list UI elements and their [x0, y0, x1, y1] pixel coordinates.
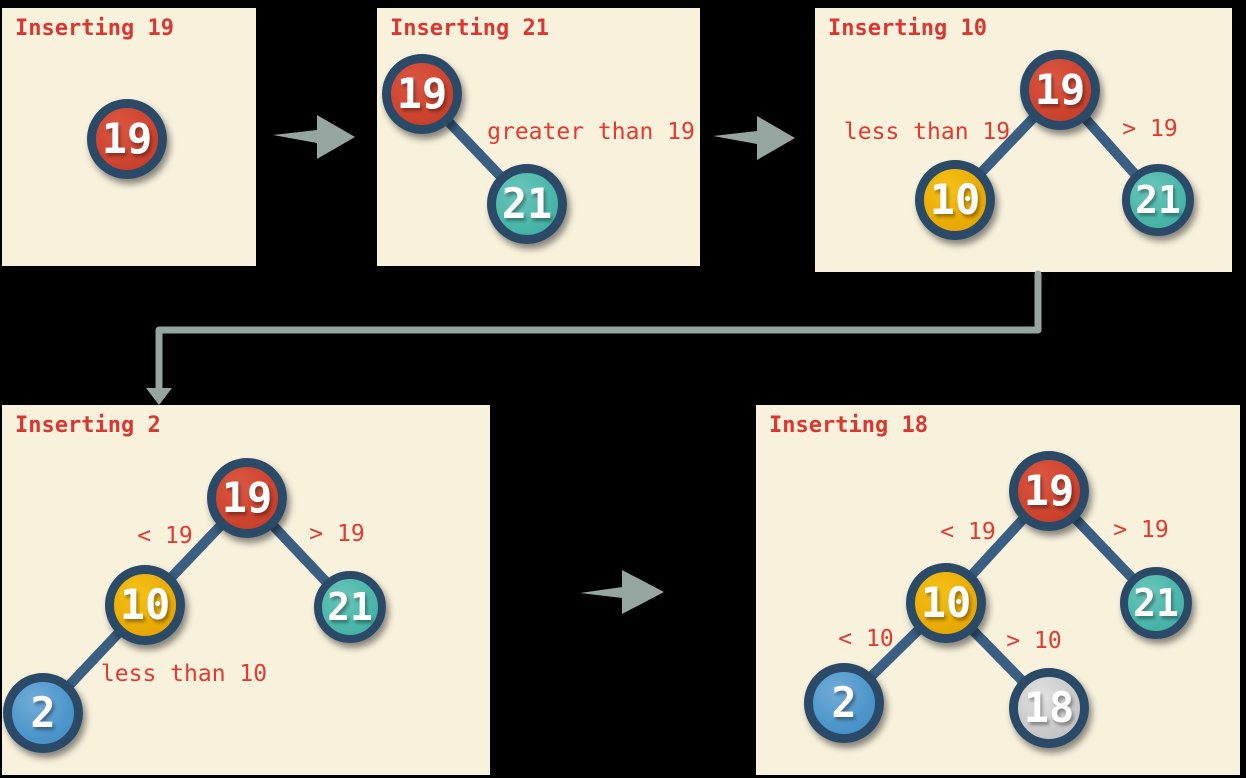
panel-inserting-10: Inserting 10 19 10 21 less than 19 > 19	[815, 8, 1232, 272]
panel-title: Inserting 10	[828, 16, 987, 41]
tree-node-value: 21	[1135, 178, 1181, 222]
tree-node-value: 19	[396, 69, 448, 118]
branch-label-greater-10: > 10	[1006, 628, 1062, 654]
arrow-right-icon	[273, 115, 355, 159]
branch-label-less-than-19: less than 19	[843, 119, 1011, 145]
panel-title: Inserting 19	[15, 16, 174, 41]
branch-label-greater-19: > 19	[1113, 517, 1169, 543]
tree-node-19: 19	[87, 99, 167, 179]
branch-label-less-than-10: less than 10	[100, 661, 268, 687]
tree-node-19: 19	[207, 458, 287, 538]
tree-node-value: 19	[1034, 65, 1086, 114]
arrow-down-icon	[146, 388, 172, 405]
tree-node-value: 10	[920, 578, 972, 627]
tree-node-value: 21	[327, 585, 373, 629]
tree-node-19: 19	[382, 54, 462, 134]
panel-title: Inserting 18	[769, 413, 928, 438]
tree-node-10: 10	[105, 565, 185, 645]
panel-inserting-21: Inserting 21 19 21 greater than 19	[377, 8, 700, 266]
tree-node-21: 21	[314, 571, 386, 643]
panel-inserting-19: Inserting 19 19	[2, 8, 256, 266]
tree-node-value: 19	[1023, 466, 1075, 515]
tree-node-10: 10	[906, 563, 986, 643]
tree-node-21: 21	[1122, 164, 1194, 236]
branch-label-greater-than-19: greater than 19	[487, 119, 695, 145]
panel-title: Inserting 21	[390, 16, 549, 41]
tree-node-2: 2	[3, 673, 83, 753]
tree-node-21: 21	[1120, 567, 1192, 639]
panel-inserting-2: Inserting 2 19 10 21 2 < 19 > 19 less th…	[2, 405, 490, 775]
elbow-connector-line	[155, 270, 1042, 394]
branch-label-less-19: < 19	[137, 523, 193, 549]
branch-label-greater-19: > 19	[309, 521, 365, 547]
tree-node-21: 21	[487, 164, 567, 244]
branch-label-less-19: < 19	[940, 519, 996, 545]
tree-node-value: 10	[929, 175, 981, 224]
panel-inserting-18: Inserting 18 19 10 21 2 18 < 19 > 19 < 1…	[756, 405, 1240, 775]
tree-node-2: 2	[804, 663, 884, 743]
panel-title: Inserting 2	[15, 413, 161, 438]
tree-node-value: 21	[501, 179, 553, 228]
tree-node-10: 10	[915, 160, 995, 240]
branch-label-less-10: < 10	[838, 626, 894, 652]
tree-node-19: 19	[1020, 50, 1100, 130]
tree-node-value: 10	[119, 580, 171, 629]
arrow-right-icon	[713, 116, 795, 160]
tree-node-19: 19	[1009, 451, 1089, 531]
branch-label-greater-19: > 19	[1122, 116, 1178, 142]
tree-node-value: 19	[221, 473, 273, 522]
tree-node-value: 2	[30, 688, 56, 737]
tree-node-value: 19	[101, 114, 153, 163]
tree-node-18: 18	[1009, 668, 1089, 748]
tree-node-value: 18	[1023, 683, 1075, 732]
tree-node-value: 2	[831, 678, 857, 727]
tree-node-value: 21	[1133, 581, 1179, 625]
arrow-right-icon	[580, 570, 664, 614]
